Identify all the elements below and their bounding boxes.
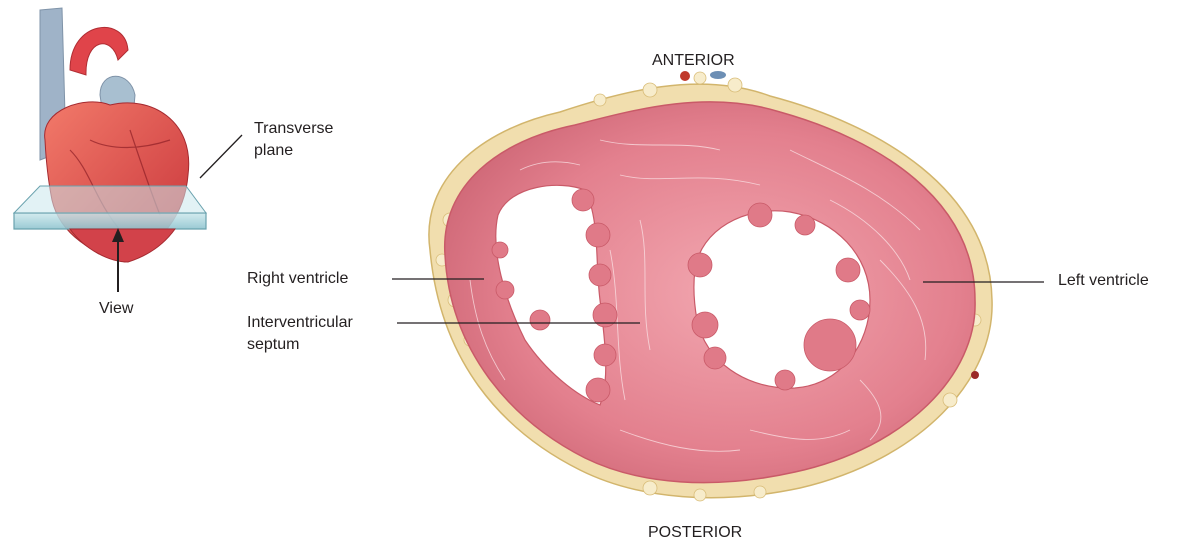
transverse-plane-label-line2: plane — [254, 140, 293, 162]
aortic-arch — [70, 27, 128, 75]
transverse-plane-label-line1: Transverse — [254, 118, 333, 140]
heart-thumbnail — [14, 8, 242, 292]
transverse-plane — [14, 213, 206, 229]
anterior-label: ANTERIOR — [652, 50, 735, 72]
coronary-vessel — [680, 71, 690, 81]
interventricular-septum-label-line1: Interventricular — [247, 312, 353, 334]
right-ventricle-label: Right ventricle — [247, 268, 348, 290]
interventricular-septum-label-line2: septum — [247, 334, 299, 356]
heart-transverse-section — [429, 71, 992, 501]
coronary-vein — [710, 71, 726, 79]
posterior-label: POSTERIOR — [648, 522, 742, 544]
view-label: View — [99, 298, 133, 320]
left-ventricle-label: Left ventricle — [1058, 270, 1149, 292]
